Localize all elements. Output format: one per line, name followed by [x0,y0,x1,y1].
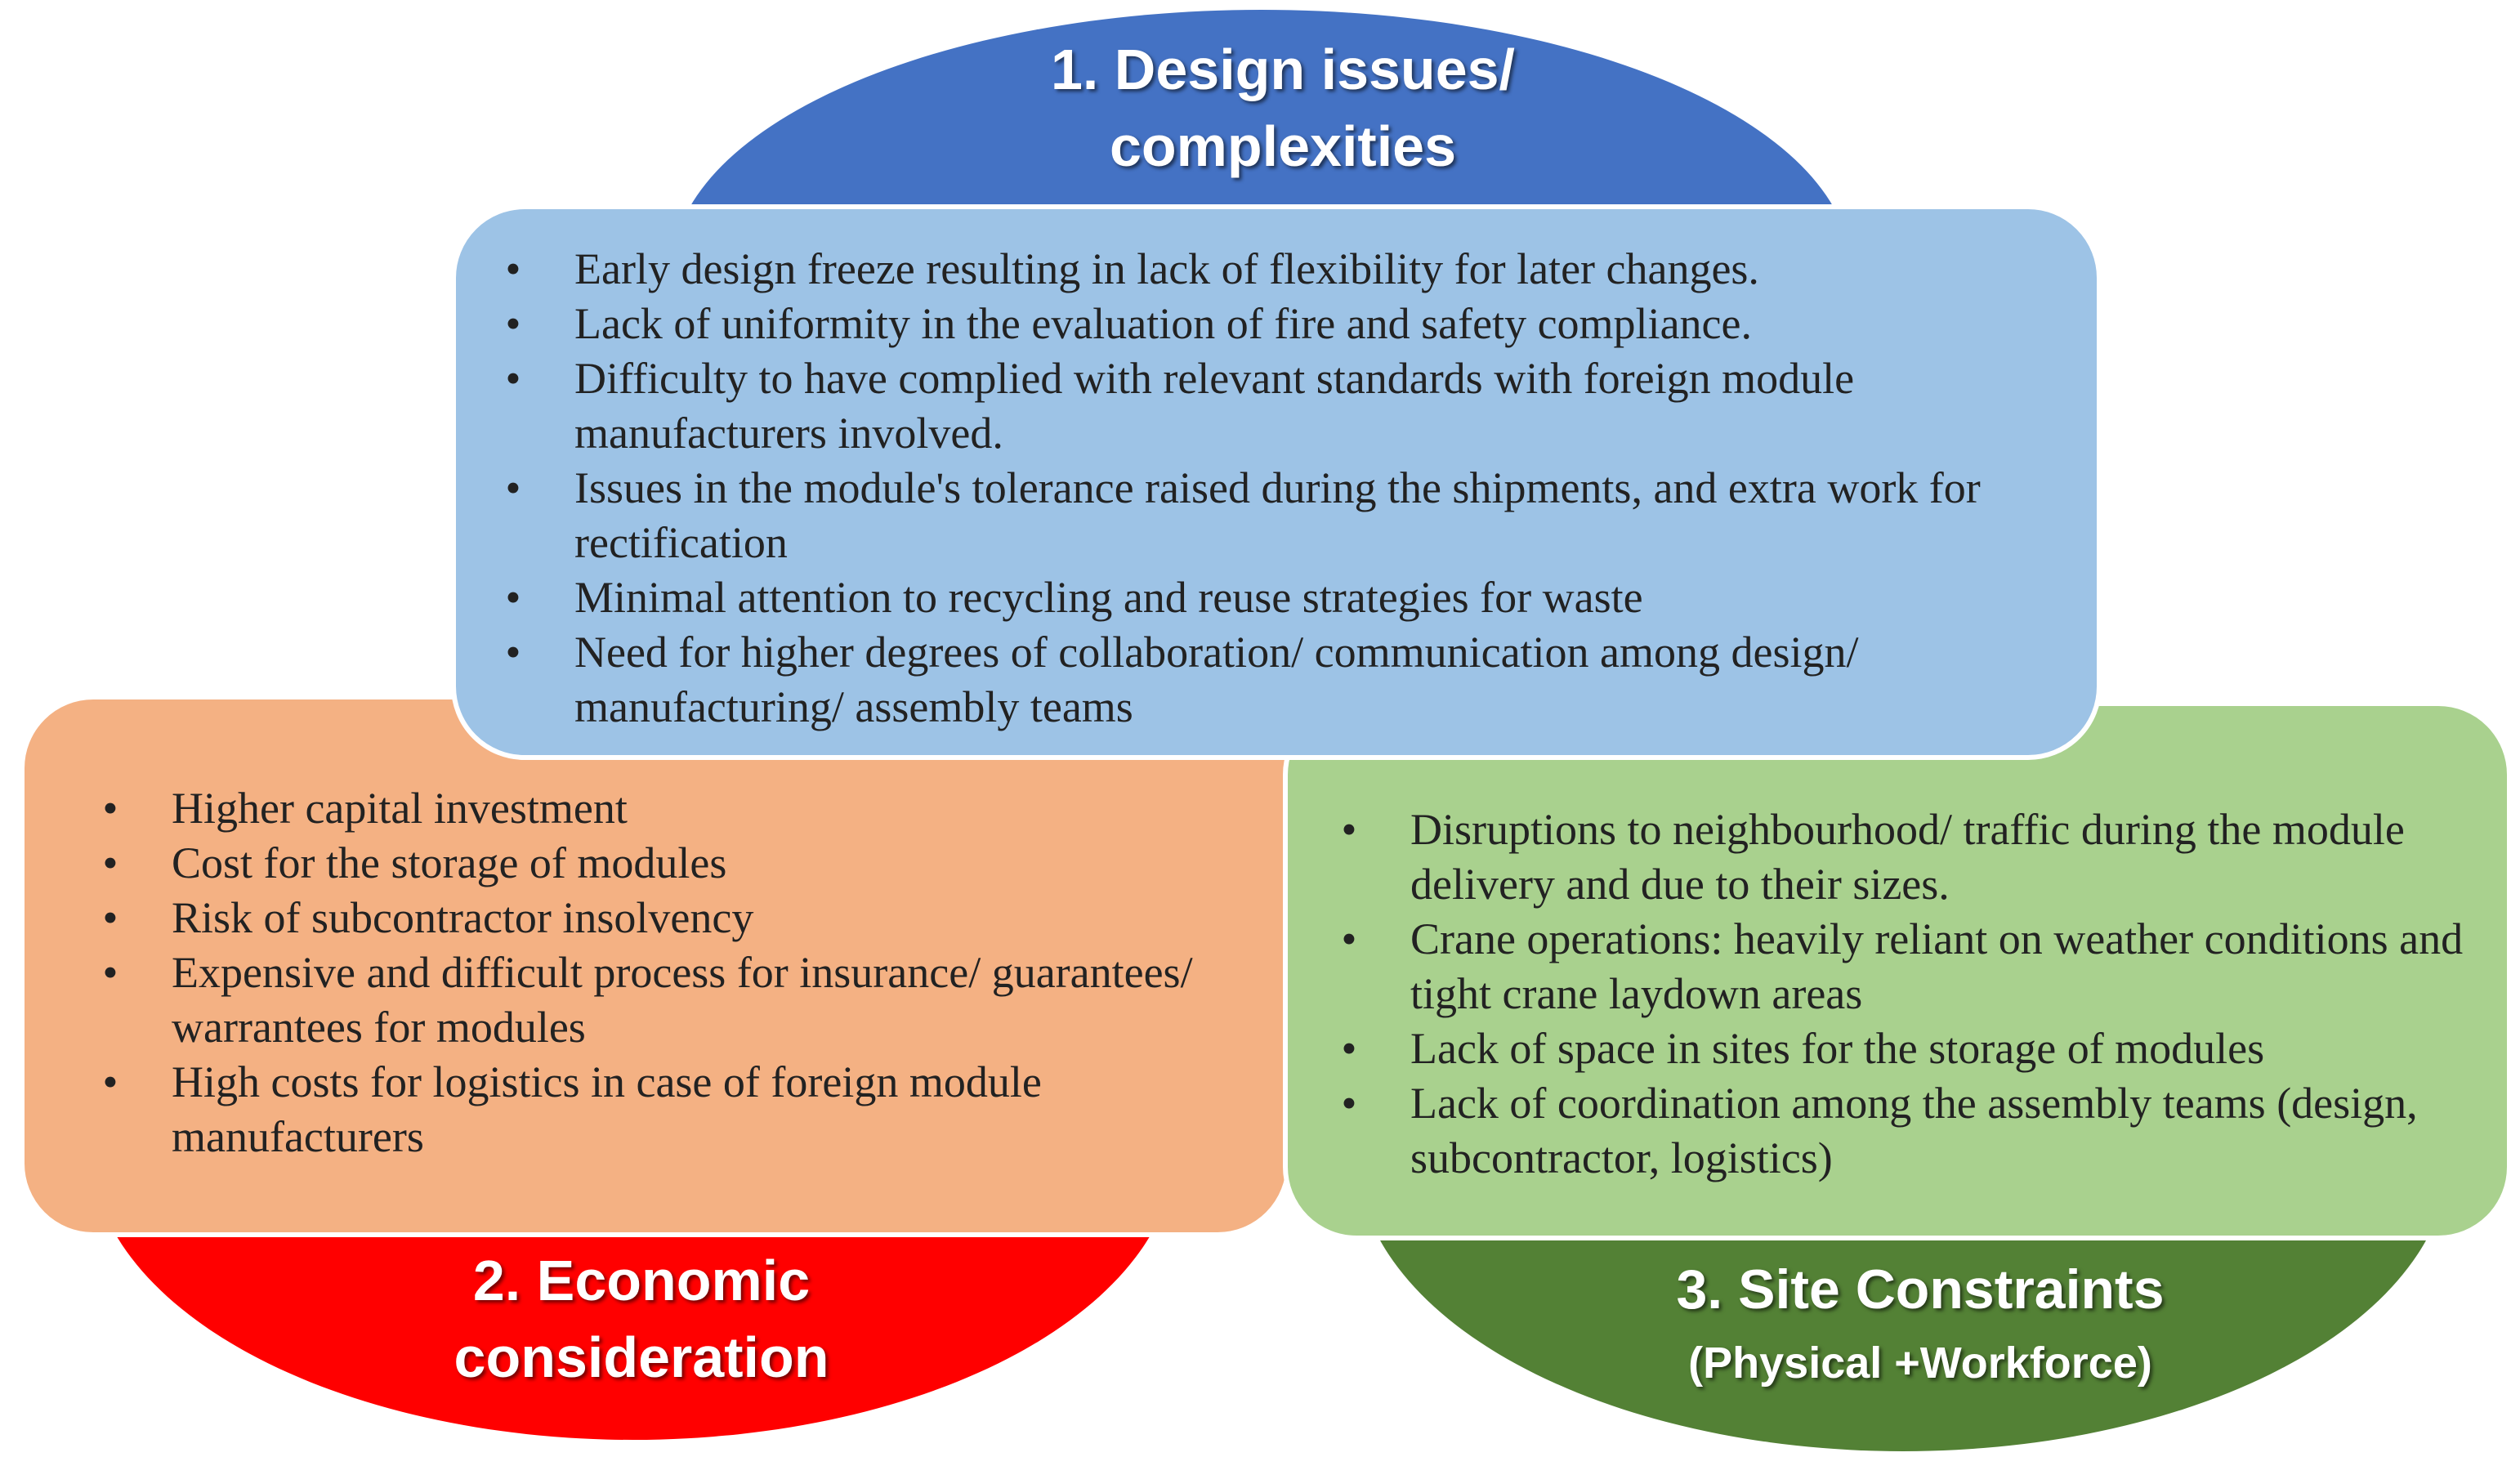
bullet-icon: • [505,628,521,677]
design-title-line2: complexities [1109,114,1457,178]
design-bullet-item: •Minimal attention to recycling and reus… [501,570,2072,625]
design-bullet-item: •Need for higher degrees of collaboratio… [501,625,2072,735]
bullet-icon: • [1341,1079,1357,1128]
site-bullet-list: •Disruptions to neighbourhood/ traffic d… [1337,802,2474,1186]
site-title-line1: 3. Site Constraints [1676,1258,2165,1321]
site-bullet-item: •Disruptions to neighbourhood/ traffic d… [1337,802,2474,912]
site-card: •Disruptions to neighbourhood/ traffic d… [1283,701,2512,1240]
economic-bullet-item: •High costs for logistics in case of for… [98,1055,1253,1164]
economic-title-line2: consideration [454,1325,829,1389]
bullet-icon: • [1341,914,1357,963]
bullet-icon: • [505,354,521,403]
bullet-icon: • [102,948,118,997]
site-bullet-item: •Lack of space in sites for the storage … [1337,1021,2474,1076]
design-bullet-item: •Lack of uniformity in the evaluation of… [501,297,2072,351]
site-bullet-item: •Crane operations: heavily reliant on we… [1337,912,2474,1021]
bullet-icon: • [1341,805,1357,854]
bullet-icon: • [102,838,118,887]
design-card: •Early design freeze resulting in lack o… [451,204,2102,760]
economic-bullet-item: •Higher capital investment [98,781,1253,836]
bullet-icon: • [505,299,521,348]
bullet-icon: • [1341,1024,1357,1073]
design-bullet-item: •Difficulty to have complied with releva… [501,351,2072,461]
economic-bullet-item: •Cost for the storage of modules [98,836,1253,891]
bullet-icon: • [102,784,118,833]
bullet-icon: • [102,1057,118,1106]
economic-bullet-list: •Higher capital investment •Cost for the… [98,781,1253,1164]
economic-title: 2. Economic consideration [315,1242,968,1396]
design-title: 1. Design issues/ complexities [874,31,1691,185]
site-bullet-item: •Lack of coordination among the assembly… [1337,1076,2474,1186]
site-title: 3. Site Constraints (Physical +Workforce… [1553,1250,2288,1397]
design-bullet-item: •Issues in the module's tolerance raised… [501,461,2072,570]
site-title-line2: (Physical +Workforce) [1688,1339,2152,1388]
economic-bullet-item: •Risk of subcontractor insolvency [98,891,1253,945]
bullet-icon: • [505,463,521,512]
design-title-line1: 1. Design issues/ [1050,38,1516,101]
economic-bullet-item: •Expensive and difficult process for ins… [98,945,1253,1055]
design-bullet-list: •Early design freeze resulting in lack o… [501,242,2072,735]
design-bullet-item: •Early design freeze resulting in lack o… [501,242,2072,297]
economic-title-line1: 2. Economic [472,1249,811,1312]
economic-card: •Higher capital investment •Cost for the… [20,695,1291,1237]
bullet-icon: • [505,244,521,293]
bullet-icon: • [102,893,118,942]
bullet-icon: • [505,573,521,622]
